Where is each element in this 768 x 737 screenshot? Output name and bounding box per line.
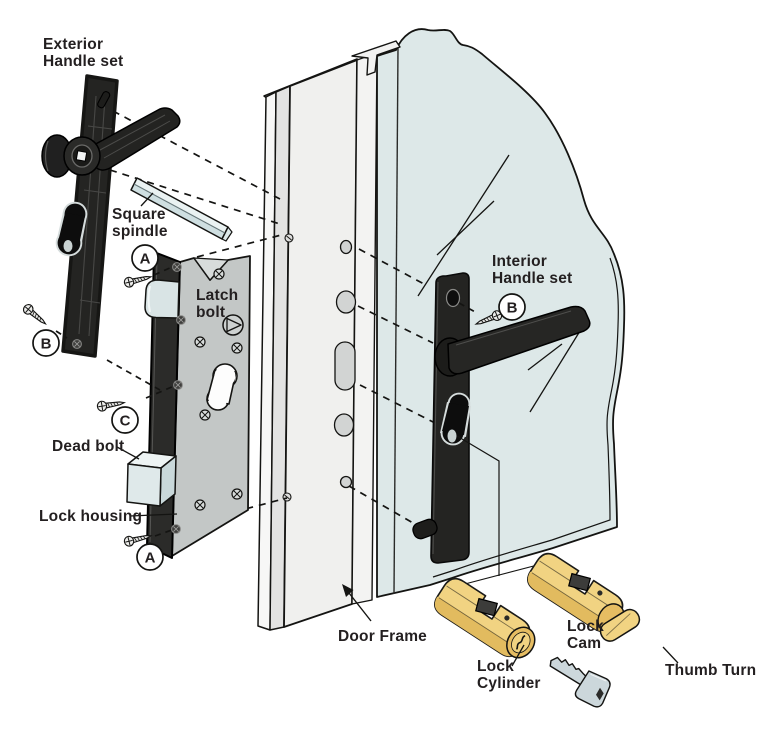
cylinder-leader-line xyxy=(456,435,500,576)
label-square-spindle-line1: Square xyxy=(112,206,166,223)
door-frame-arrow xyxy=(342,584,372,622)
callout-badges: A B C A B xyxy=(32,244,526,571)
exterior-lever xyxy=(91,107,181,171)
key-hole xyxy=(595,687,604,701)
plate-bottom-lug xyxy=(412,518,438,540)
label-interior-handle-line1: Interior xyxy=(492,253,547,270)
label-dead-bolt: Dead bolt xyxy=(52,438,124,455)
glazing-channel-clip xyxy=(351,40,401,76)
key xyxy=(549,656,611,708)
interior-keyhole xyxy=(440,392,471,446)
glass-edge-line xyxy=(432,257,619,578)
housing-keyhole xyxy=(206,363,238,411)
exterior-handle-set xyxy=(41,74,181,358)
label-leader-lines xyxy=(116,192,679,667)
label-exterior-handle-line1: Exterior xyxy=(43,36,103,53)
label-lock-cam-line1: Lock xyxy=(567,618,604,635)
callout-b-right: B xyxy=(507,300,518,317)
plate-ribs xyxy=(78,95,113,337)
thumb-turn-knob xyxy=(597,603,641,642)
dead-bolt xyxy=(126,451,177,507)
label-latch-bolt-line1: Latch xyxy=(196,287,238,304)
glazing-gasket-line xyxy=(393,46,399,595)
label-exterior-handle-line2: Handle set xyxy=(43,53,123,70)
callout-c: C xyxy=(120,413,131,430)
thumb-turn-cylinder xyxy=(527,552,641,642)
spindle-boss xyxy=(63,136,101,176)
label-square-spindle-line2: spindle xyxy=(112,223,168,240)
latch-bolt xyxy=(144,279,180,319)
frame-edge-screws xyxy=(282,233,294,502)
label-latch-bolt-line2: bolt xyxy=(196,304,225,321)
screw-b-icon xyxy=(21,302,50,329)
square-spindle xyxy=(130,177,233,242)
label-interior-handle-line2: Handle set xyxy=(492,270,572,287)
plate-screw-hole xyxy=(445,288,461,308)
callout-b-left: B xyxy=(41,336,52,353)
label-lock-cylinder-line2: Cylinder xyxy=(477,675,541,692)
interior-lever xyxy=(434,305,591,377)
label-lock-cam-line2: Cam xyxy=(567,635,601,652)
frame-holes xyxy=(333,239,357,489)
square-spindle-hole xyxy=(75,150,88,162)
key-face xyxy=(506,626,536,659)
label-lock-housing: Lock housing xyxy=(39,508,142,525)
callout-a-bottom: A xyxy=(145,550,156,567)
callout-a-top: A xyxy=(140,251,151,268)
plate-fixing-hole xyxy=(72,339,82,349)
plate-top-pin xyxy=(97,91,111,109)
lock-cylinder xyxy=(434,577,536,659)
label-thumb-turn: Thumb Turn xyxy=(665,662,756,679)
door-frame xyxy=(257,40,401,631)
label-door-frame: Door Frame xyxy=(338,628,427,645)
interior-handle-set xyxy=(412,272,591,564)
exterior-keyhole xyxy=(55,201,88,257)
lock-housing xyxy=(126,251,251,559)
assembly-dash-lines-right xyxy=(348,248,438,528)
short-dash-links xyxy=(55,266,478,537)
glass-reflection-lines xyxy=(417,154,589,413)
cylinder-cam xyxy=(475,597,499,617)
label-lock-cylinder-line1: Lock xyxy=(477,658,514,675)
spindle-follower xyxy=(222,314,244,336)
lock-cam xyxy=(568,572,592,592)
